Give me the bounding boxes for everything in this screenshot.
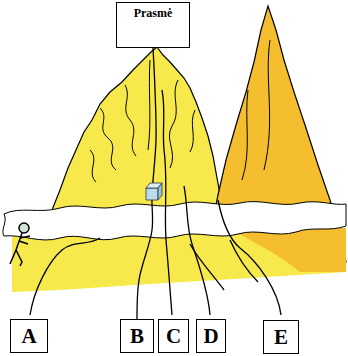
cloud-band	[3, 202, 346, 240]
cube-symbol	[146, 183, 162, 200]
letter-box: C	[158, 319, 189, 353]
ridge-lines	[90, 40, 270, 182]
letter-label: D	[203, 324, 218, 349]
meaning-box: Prasmė	[116, 2, 190, 48]
letter-box: A	[10, 319, 48, 353]
letter-label: C	[166, 324, 181, 349]
meaning-label: Prasmė	[134, 3, 173, 21]
letter-label: E	[274, 325, 288, 350]
letter-box: E	[263, 320, 299, 354]
letter-label: A	[21, 324, 36, 349]
letter-box: D	[196, 319, 226, 353]
ground-orange	[228, 228, 346, 272]
letter-label: B	[130, 324, 144, 349]
letter-box: B	[120, 319, 154, 353]
climber-figure	[10, 223, 30, 266]
